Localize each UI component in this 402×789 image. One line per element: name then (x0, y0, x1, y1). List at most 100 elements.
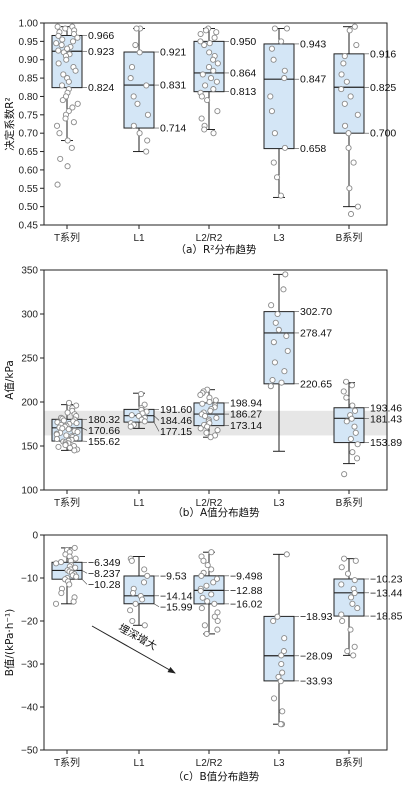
box-value-label: 0.658 (300, 143, 326, 155)
box-value-label: 191.60 (160, 404, 192, 416)
data-point (65, 426, 72, 433)
data-point (58, 41, 65, 49)
box-iqr (263, 311, 295, 385)
value-label-leader (81, 570, 88, 574)
y-tick-label: 0.65 (19, 147, 39, 158)
data-point (268, 45, 275, 52)
data-point (213, 575, 221, 582)
y-axis-label: A值/kPa (3, 360, 16, 400)
data-point (340, 60, 347, 67)
data-point (55, 32, 62, 39)
box-value-label: 0.966 (88, 30, 114, 42)
data-point (199, 400, 206, 407)
y-tick-label: 300 (21, 310, 38, 321)
data-point (72, 67, 79, 74)
y-tick-label: 0 (32, 531, 38, 542)
data-point (53, 435, 60, 443)
data-point (53, 560, 60, 567)
data-point (52, 600, 60, 607)
x-tick-label: T系列 (54, 231, 80, 244)
data-point (213, 29, 220, 36)
data-point (129, 617, 136, 625)
data-point (270, 339, 277, 346)
data-point (338, 611, 345, 618)
data-point (143, 82, 150, 89)
box-value-label: 0.813 (230, 86, 256, 98)
data-point (197, 425, 204, 432)
data-point (201, 126, 208, 133)
data-point (346, 185, 353, 192)
data-point (348, 594, 355, 601)
box-value-label: 0.950 (230, 36, 256, 48)
data-point (54, 23, 61, 30)
data-point (268, 302, 275, 309)
data-point (346, 27, 353, 34)
box-value-label: 0.831 (160, 80, 186, 92)
data-point (198, 115, 205, 122)
data-point (351, 423, 358, 430)
x-tick-label: L1 (133, 498, 145, 509)
data-point (203, 582, 210, 589)
box-value-label: 181.435 (370, 413, 402, 425)
data-point (210, 130, 217, 137)
data-point (69, 104, 76, 111)
data-point (139, 596, 146, 603)
data-point (283, 25, 290, 32)
data-point (278, 652, 285, 659)
data-point (344, 570, 352, 577)
data-point (352, 429, 359, 436)
data-point (55, 443, 62, 450)
panel-caption: （c）B值分布趋势 (173, 770, 260, 783)
y-tick-label: 100 (21, 486, 38, 497)
y-tick-label: 0.60 (19, 165, 39, 176)
y-tick-label: 350 (21, 266, 38, 277)
data-point (214, 108, 221, 115)
data-point (212, 397, 219, 404)
data-point (214, 626, 221, 633)
data-point (272, 319, 279, 326)
data-point (280, 286, 287, 293)
value-label-leader (153, 603, 160, 608)
data-point (56, 130, 63, 137)
x-tick-label: B系列 (336, 756, 363, 769)
data-point (54, 181, 61, 188)
data-point (273, 174, 281, 181)
data-point (58, 82, 66, 89)
data-point (64, 163, 71, 170)
data-point (132, 41, 139, 49)
data-point (279, 669, 286, 676)
data-point (280, 648, 287, 655)
value-label-leader (81, 578, 88, 585)
data-point (59, 36, 66, 43)
data-point (282, 271, 289, 278)
box-value-label: 0.864 (230, 67, 256, 79)
data-point (341, 100, 348, 107)
data-point (338, 71, 345, 78)
data-point (340, 388, 347, 395)
panel-caption: （b）A值分布趋势 (172, 506, 260, 519)
box-value-label: 177.15 (160, 426, 192, 438)
data-point (70, 119, 77, 126)
y-tick-label: 0.95 (19, 37, 39, 48)
data-point (338, 86, 345, 93)
data-point (274, 310, 281, 318)
data-point (208, 566, 215, 573)
panel-caption: （a）R²分布趋势 (176, 243, 257, 256)
box-value-label: 180.32 (88, 414, 120, 426)
data-point (210, 67, 217, 74)
x-tick-label: B系列 (336, 496, 363, 509)
data-point (70, 598, 77, 605)
data-point (353, 41, 360, 49)
data-point (354, 111, 361, 118)
data-point (352, 557, 359, 564)
y-tick-label: 0.90 (19, 55, 39, 66)
box-value-label: 0.700 (370, 128, 396, 140)
data-point (350, 159, 357, 166)
data-point (275, 326, 282, 333)
data-point (55, 60, 62, 67)
data-point (350, 652, 357, 659)
data-point (354, 203, 361, 210)
data-point (64, 137, 71, 144)
box-value-label: −28.09 (300, 650, 333, 662)
box-value-label: 0.714 (160, 123, 186, 135)
